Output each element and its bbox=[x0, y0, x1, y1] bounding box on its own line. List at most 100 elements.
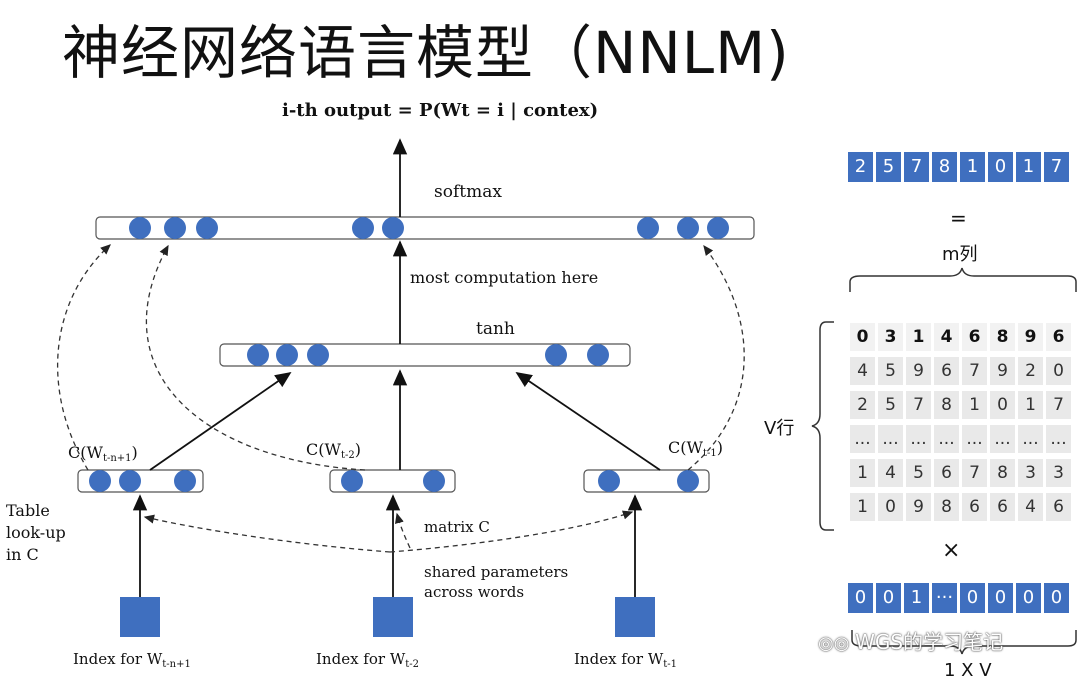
matrix-cell: 4 bbox=[878, 459, 903, 487]
output-node bbox=[164, 217, 186, 239]
table-lookup-label: Table look-up in C bbox=[6, 501, 66, 564]
hidden-node bbox=[276, 344, 298, 366]
vector-cell: 5 bbox=[876, 152, 901, 182]
matrix-cell: 6 bbox=[1046, 323, 1071, 351]
c-label-left: C(Wt-n+1) bbox=[68, 443, 138, 464]
index-square-right bbox=[615, 597, 655, 637]
matrix-cell: 2 bbox=[850, 391, 875, 419]
matrix-cell: 0 bbox=[878, 493, 903, 521]
embedding-nodes bbox=[89, 470, 699, 492]
v-row-brace bbox=[811, 321, 834, 531]
equals-sign: = bbox=[950, 206, 967, 230]
output-node bbox=[196, 217, 218, 239]
output-node bbox=[677, 217, 699, 239]
matrix-cell: 4 bbox=[934, 323, 959, 351]
tanh-label: tanh bbox=[476, 319, 515, 339]
vector-cell: 0 bbox=[988, 152, 1013, 182]
matrix-cell: ... bbox=[906, 425, 931, 453]
matrix-cell: 1 bbox=[850, 493, 875, 521]
vector-cell: 8 bbox=[932, 152, 957, 182]
matrix-cell: 8 bbox=[990, 459, 1015, 487]
c-label-right: C(Wt-1) bbox=[668, 438, 723, 459]
matrix-cell: 5 bbox=[906, 459, 931, 487]
dashed-skip-right bbox=[687, 244, 745, 471]
matrix-cell: 6 bbox=[962, 493, 987, 521]
matrix-cell: 2 bbox=[1018, 357, 1043, 385]
matrix-cell: 9 bbox=[906, 357, 931, 385]
onehot-cell: 1 bbox=[904, 583, 929, 613]
embedding-node bbox=[423, 470, 445, 492]
output-formula: i-th output = P(Wt = i | contex) bbox=[282, 100, 599, 121]
dashed-skip-mid bbox=[145, 244, 366, 471]
vector-cell: 7 bbox=[1044, 152, 1069, 182]
matrix-cell: 7 bbox=[906, 391, 931, 419]
matrix-cell: ... bbox=[878, 425, 903, 453]
page-title: 神经网络语言模型（NNLM) bbox=[62, 19, 790, 87]
onehot-cell: 0 bbox=[876, 583, 901, 613]
output-layer-nodes bbox=[129, 217, 729, 239]
onehot-cell: 0 bbox=[1016, 583, 1041, 613]
hidden-node bbox=[587, 344, 609, 366]
matrix-cell: 6 bbox=[962, 323, 987, 351]
matrix-cell: 7 bbox=[962, 357, 987, 385]
index-square-left bbox=[120, 597, 160, 637]
matrix-cell: 1 bbox=[962, 391, 987, 419]
m-column-label: m列 bbox=[942, 244, 978, 265]
matrix-c-label: matrix C bbox=[424, 518, 490, 536]
m-column-brace bbox=[849, 267, 1077, 292]
onehot-cell: 0 bbox=[988, 583, 1013, 613]
output-node bbox=[637, 217, 659, 239]
embedding-node bbox=[174, 470, 196, 492]
matrix-cell: 8 bbox=[990, 323, 1015, 351]
matrix-cell: 1 bbox=[906, 323, 931, 351]
times-sign: × bbox=[942, 538, 961, 563]
vector-cell: 7 bbox=[904, 152, 929, 182]
onehot-cell: 0 bbox=[1044, 583, 1069, 613]
matrix-cell: 0 bbox=[850, 323, 875, 351]
onehot-cell: ··· bbox=[932, 583, 957, 613]
matrix-cell: 4 bbox=[1018, 493, 1043, 521]
embedding-node bbox=[598, 470, 620, 492]
matrix-cell: ... bbox=[1046, 425, 1071, 453]
output-node bbox=[352, 217, 374, 239]
onehot-cell: 0 bbox=[848, 583, 873, 613]
dashed-shared-left bbox=[143, 514, 391, 553]
matrix-cell: ... bbox=[850, 425, 875, 453]
matrix-cell: 7 bbox=[962, 459, 987, 487]
dim-brace bbox=[851, 630, 1077, 655]
output-node bbox=[129, 217, 151, 239]
dashed-matrix-c bbox=[395, 512, 411, 549]
matrix-cell: 7 bbox=[1046, 391, 1071, 419]
onehot-cell: 0 bbox=[960, 583, 985, 613]
matrix-cell: 5 bbox=[878, 391, 903, 419]
matrix-cell: 6 bbox=[934, 459, 959, 487]
index-label-right: Index for Wt-1 bbox=[574, 650, 677, 670]
matrix-cell: ... bbox=[934, 425, 959, 453]
matrix-cell: 6 bbox=[990, 493, 1015, 521]
watermark: ◎◎ WGS的学习笔记 bbox=[818, 630, 1004, 654]
output-layer bbox=[95, 216, 755, 240]
v-row-label: V行 bbox=[764, 418, 795, 439]
matrix-cell: ... bbox=[962, 425, 987, 453]
output-node bbox=[382, 217, 404, 239]
matrix-cell: 4 bbox=[850, 357, 875, 385]
vector-cell: 1 bbox=[960, 152, 985, 182]
matrix-cell: 0 bbox=[990, 391, 1015, 419]
matrix-cell: 8 bbox=[934, 391, 959, 419]
matrix-cell: ... bbox=[1018, 425, 1043, 453]
embedding-node bbox=[89, 470, 111, 492]
index-label-mid: Index for Wt-2 bbox=[316, 650, 419, 670]
arrow-right-to-hidden bbox=[515, 371, 661, 471]
embedding-node bbox=[341, 470, 363, 492]
matrix-cell: 6 bbox=[934, 357, 959, 385]
softmax-label: softmax bbox=[434, 182, 502, 202]
matrix-cell: 8 bbox=[934, 493, 959, 521]
shared-params-label: shared parameters across words bbox=[424, 563, 569, 601]
arrow-left-to-hidden bbox=[149, 371, 292, 471]
hidden-node bbox=[307, 344, 329, 366]
matrix-cell: 3 bbox=[1018, 459, 1043, 487]
hidden-node bbox=[545, 344, 567, 366]
index-square-mid bbox=[373, 597, 413, 637]
matrix-cell: 9 bbox=[990, 357, 1015, 385]
matrix-cell: 6 bbox=[1046, 493, 1071, 521]
